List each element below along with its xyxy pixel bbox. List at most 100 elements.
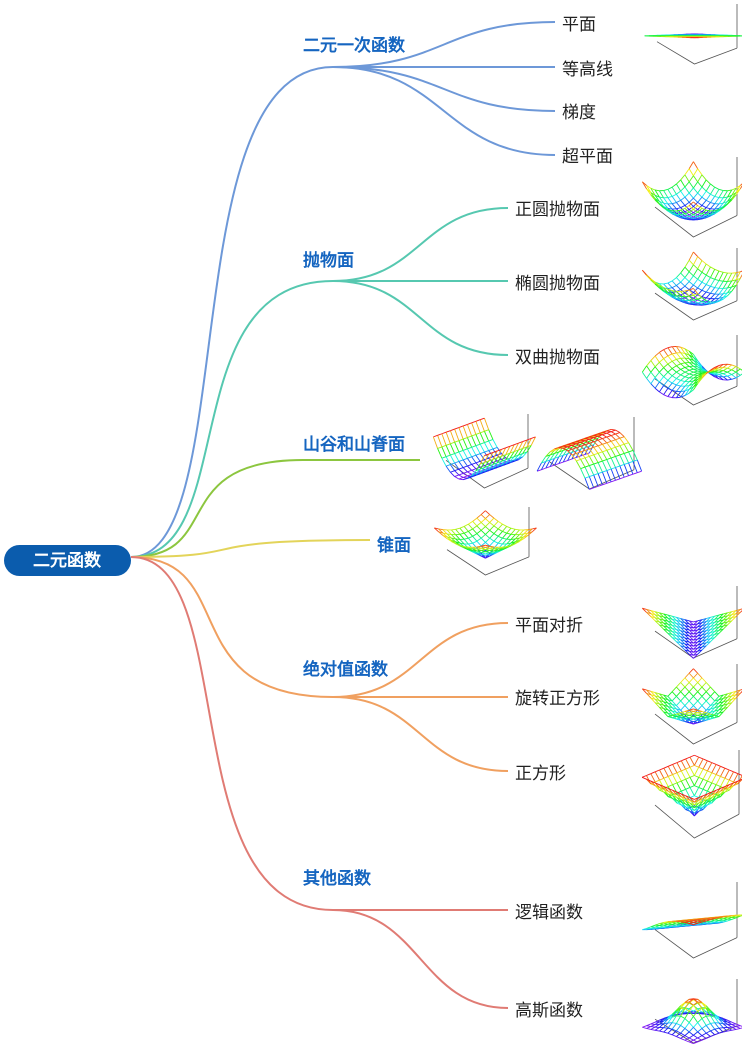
wire-segment bbox=[602, 442, 607, 445]
leaf-label-gradient[interactable]: 梯度 bbox=[562, 103, 596, 123]
wire-segment bbox=[485, 529, 490, 535]
wire-segment bbox=[680, 352, 685, 354]
wire-segment bbox=[488, 464, 494, 470]
wire-segment bbox=[580, 445, 586, 451]
wire-segment bbox=[667, 375, 673, 381]
wire-segment bbox=[733, 780, 739, 784]
wire-segment bbox=[698, 778, 704, 788]
wire-segment bbox=[484, 453, 489, 457]
wire-segment bbox=[471, 470, 477, 476]
wire-segment bbox=[693, 777, 700, 786]
wire-segment bbox=[701, 297, 707, 302]
wire-segment bbox=[659, 1023, 664, 1028]
wire-segment bbox=[672, 291, 677, 294]
wire-segment bbox=[446, 538, 452, 542]
wire-segment bbox=[571, 444, 577, 449]
wire-segment bbox=[701, 296, 707, 299]
wire-segment bbox=[667, 390, 673, 397]
wire-segment bbox=[667, 209, 673, 212]
wire-segment bbox=[729, 782, 734, 786]
leaf-label-rotated-square[interactable]: 旋转正方形 bbox=[515, 689, 600, 709]
wire-segment bbox=[480, 522, 486, 527]
wire-segment bbox=[602, 482, 607, 486]
wire-segment bbox=[514, 442, 519, 446]
leaf-label-logistic[interactable]: 逻辑函数 bbox=[515, 903, 583, 923]
wire-segment bbox=[580, 444, 586, 447]
wire-segment bbox=[694, 764, 699, 768]
leaf-label-square[interactable]: 正方形 bbox=[515, 764, 566, 784]
wire-segment bbox=[676, 385, 682, 392]
wire-segment bbox=[541, 467, 546, 471]
wire-segment bbox=[684, 640, 690, 646]
wire-segment bbox=[680, 200, 686, 206]
wire-segment bbox=[619, 437, 625, 445]
wire-segment bbox=[632, 450, 638, 461]
leaf-label-hyperbolic-paraboloid[interactable]: 双曲抛物面 bbox=[515, 348, 600, 368]
wire-segment bbox=[718, 628, 724, 634]
wire-segment bbox=[728, 771, 734, 781]
wire-segment bbox=[740, 1027, 742, 1029]
branch-label-linear[interactable]: 二元一次函数 bbox=[303, 35, 406, 56]
root-node[interactable]: 二元函数 bbox=[4, 545, 131, 576]
wire-segment bbox=[731, 285, 737, 292]
wire-segment bbox=[701, 274, 707, 283]
wire-segment bbox=[489, 514, 495, 519]
wire-segment bbox=[667, 371, 673, 377]
wire-segment bbox=[471, 469, 477, 474]
wire-segment bbox=[505, 446, 511, 455]
plot-axes-logistic bbox=[654, 929, 738, 959]
branch-label-paraboloid[interactable]: 抛物面 bbox=[303, 250, 354, 271]
branch-label-valley[interactable]: 山谷和山脊面 bbox=[303, 434, 405, 455]
wire-segment bbox=[671, 183, 677, 188]
wire-segment bbox=[432, 436, 439, 449]
leaf-label-hyperplane[interactable]: 超平面 bbox=[562, 147, 613, 167]
wire-segment bbox=[705, 686, 711, 693]
wire-segment bbox=[654, 355, 660, 363]
wire-segment bbox=[659, 767, 665, 771]
wire-segment bbox=[710, 621, 716, 627]
branch-label-abs[interactable]: 绝对值函数 bbox=[303, 659, 389, 680]
wire-segment bbox=[739, 274, 742, 279]
branch-label-other[interactable]: 其他函数 bbox=[303, 868, 372, 889]
wire-segment bbox=[458, 451, 464, 461]
wire-segment bbox=[659, 284, 664, 288]
leaf-label-gaussian[interactable]: 高斯函数 bbox=[515, 1001, 583, 1021]
wire-segment bbox=[684, 216, 690, 218]
wire-segment bbox=[445, 430, 451, 433]
leaf-label-elliptic-paraboloid[interactable]: 椭圆抛物面 bbox=[515, 274, 600, 294]
wire-segment bbox=[718, 270, 724, 273]
wire-segment bbox=[589, 441, 594, 444]
wire-segment bbox=[505, 445, 511, 449]
wire-segment bbox=[623, 464, 629, 476]
wire-segment bbox=[684, 1008, 690, 1012]
wire-segment bbox=[476, 525, 482, 531]
wire-segment bbox=[446, 529, 452, 535]
wire-segment bbox=[727, 617, 733, 623]
leaf-label-plane-fold[interactable]: 平面对折 bbox=[515, 616, 583, 636]
wire-segment bbox=[684, 625, 690, 631]
wire-segment bbox=[697, 216, 703, 218]
leaf-label-contour[interactable]: 等高线 bbox=[562, 60, 613, 80]
surface-plot-valley bbox=[432, 414, 536, 489]
wire-segment bbox=[467, 435, 472, 438]
wire-segment bbox=[671, 615, 677, 621]
wire-segment bbox=[671, 621, 677, 627]
wire-segment bbox=[688, 677, 694, 683]
wire-segment bbox=[731, 616, 737, 622]
wire-segment bbox=[722, 1023, 728, 1028]
wire-segment bbox=[676, 295, 681, 297]
leaf-label-plane[interactable]: 平面 bbox=[562, 15, 596, 35]
wire-segment bbox=[701, 196, 707, 201]
branch-label-cone[interactable]: 锥面 bbox=[377, 535, 411, 556]
wire-segment bbox=[459, 526, 465, 529]
wire-segment bbox=[714, 691, 720, 697]
wire-segment bbox=[628, 460, 634, 464]
leaf-label-circular-paraboloid[interactable]: 正圆抛物面 bbox=[515, 200, 600, 220]
wire-segment bbox=[554, 456, 560, 459]
wire-segment bbox=[463, 526, 469, 532]
wire-segment bbox=[702, 778, 708, 782]
edge-root-abs bbox=[130, 556, 334, 698]
wire-segment bbox=[475, 432, 481, 435]
wire-segment bbox=[467, 465, 472, 471]
wire-segment bbox=[650, 194, 656, 201]
